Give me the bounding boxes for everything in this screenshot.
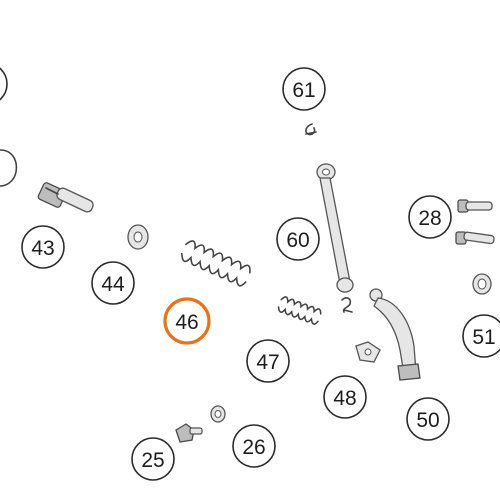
callout-60[interactable]: 60	[276, 217, 320, 261]
part-46-spring	[181, 240, 251, 287]
callout-25[interactable]: 25	[131, 437, 175, 481]
part-60-rod	[316, 163, 354, 293]
o-ring-partial	[0, 149, 18, 187]
part-43-fitting	[37, 182, 94, 213]
part-clip-lower	[341, 297, 353, 313]
callout-61[interactable]: 61	[282, 67, 326, 111]
svg-text:26: 26	[242, 436, 265, 459]
svg-text:28: 28	[418, 207, 441, 230]
callout-51[interactable]: 51	[462, 314, 500, 358]
part-50-side-stand	[369, 288, 421, 381]
callout-28[interactable]: 28	[408, 195, 452, 239]
callout-50[interactable]: 50	[406, 397, 450, 441]
part-44-washer	[127, 224, 149, 250]
callout-44[interactable]: 44	[91, 261, 135, 305]
part-25-screw	[175, 423, 203, 443]
svg-text:43: 43	[31, 237, 54, 260]
part-28-bolts	[455, 199, 495, 245]
callout-partial[interactable]: A	[0, 63, 8, 105]
svg-text:50: 50	[416, 409, 439, 432]
part-51-ring	[472, 273, 492, 295]
callout-48[interactable]: 48	[323, 375, 367, 419]
svg-text:60: 60	[286, 229, 309, 252]
part-48-bracket	[355, 341, 381, 363]
callout-46[interactable]: 46	[163, 297, 211, 345]
svg-text:25: 25	[141, 449, 164, 472]
callout-circle	[0, 67, 8, 101]
callout-43[interactable]: 43	[21, 225, 65, 269]
part-61-clip	[305, 123, 317, 136]
svg-text:44: 44	[101, 273, 125, 296]
svg-text:61: 61	[292, 79, 315, 102]
part-47-spring	[277, 296, 322, 325]
svg-text:47: 47	[256, 351, 279, 374]
part-26-washer	[210, 405, 226, 423]
svg-text:51: 51	[472, 326, 495, 349]
svg-text:46: 46	[175, 311, 198, 334]
svg-text:48: 48	[333, 387, 356, 410]
callout-47[interactable]: 47	[246, 339, 290, 383]
callout-26[interactable]: 26	[232, 424, 276, 468]
